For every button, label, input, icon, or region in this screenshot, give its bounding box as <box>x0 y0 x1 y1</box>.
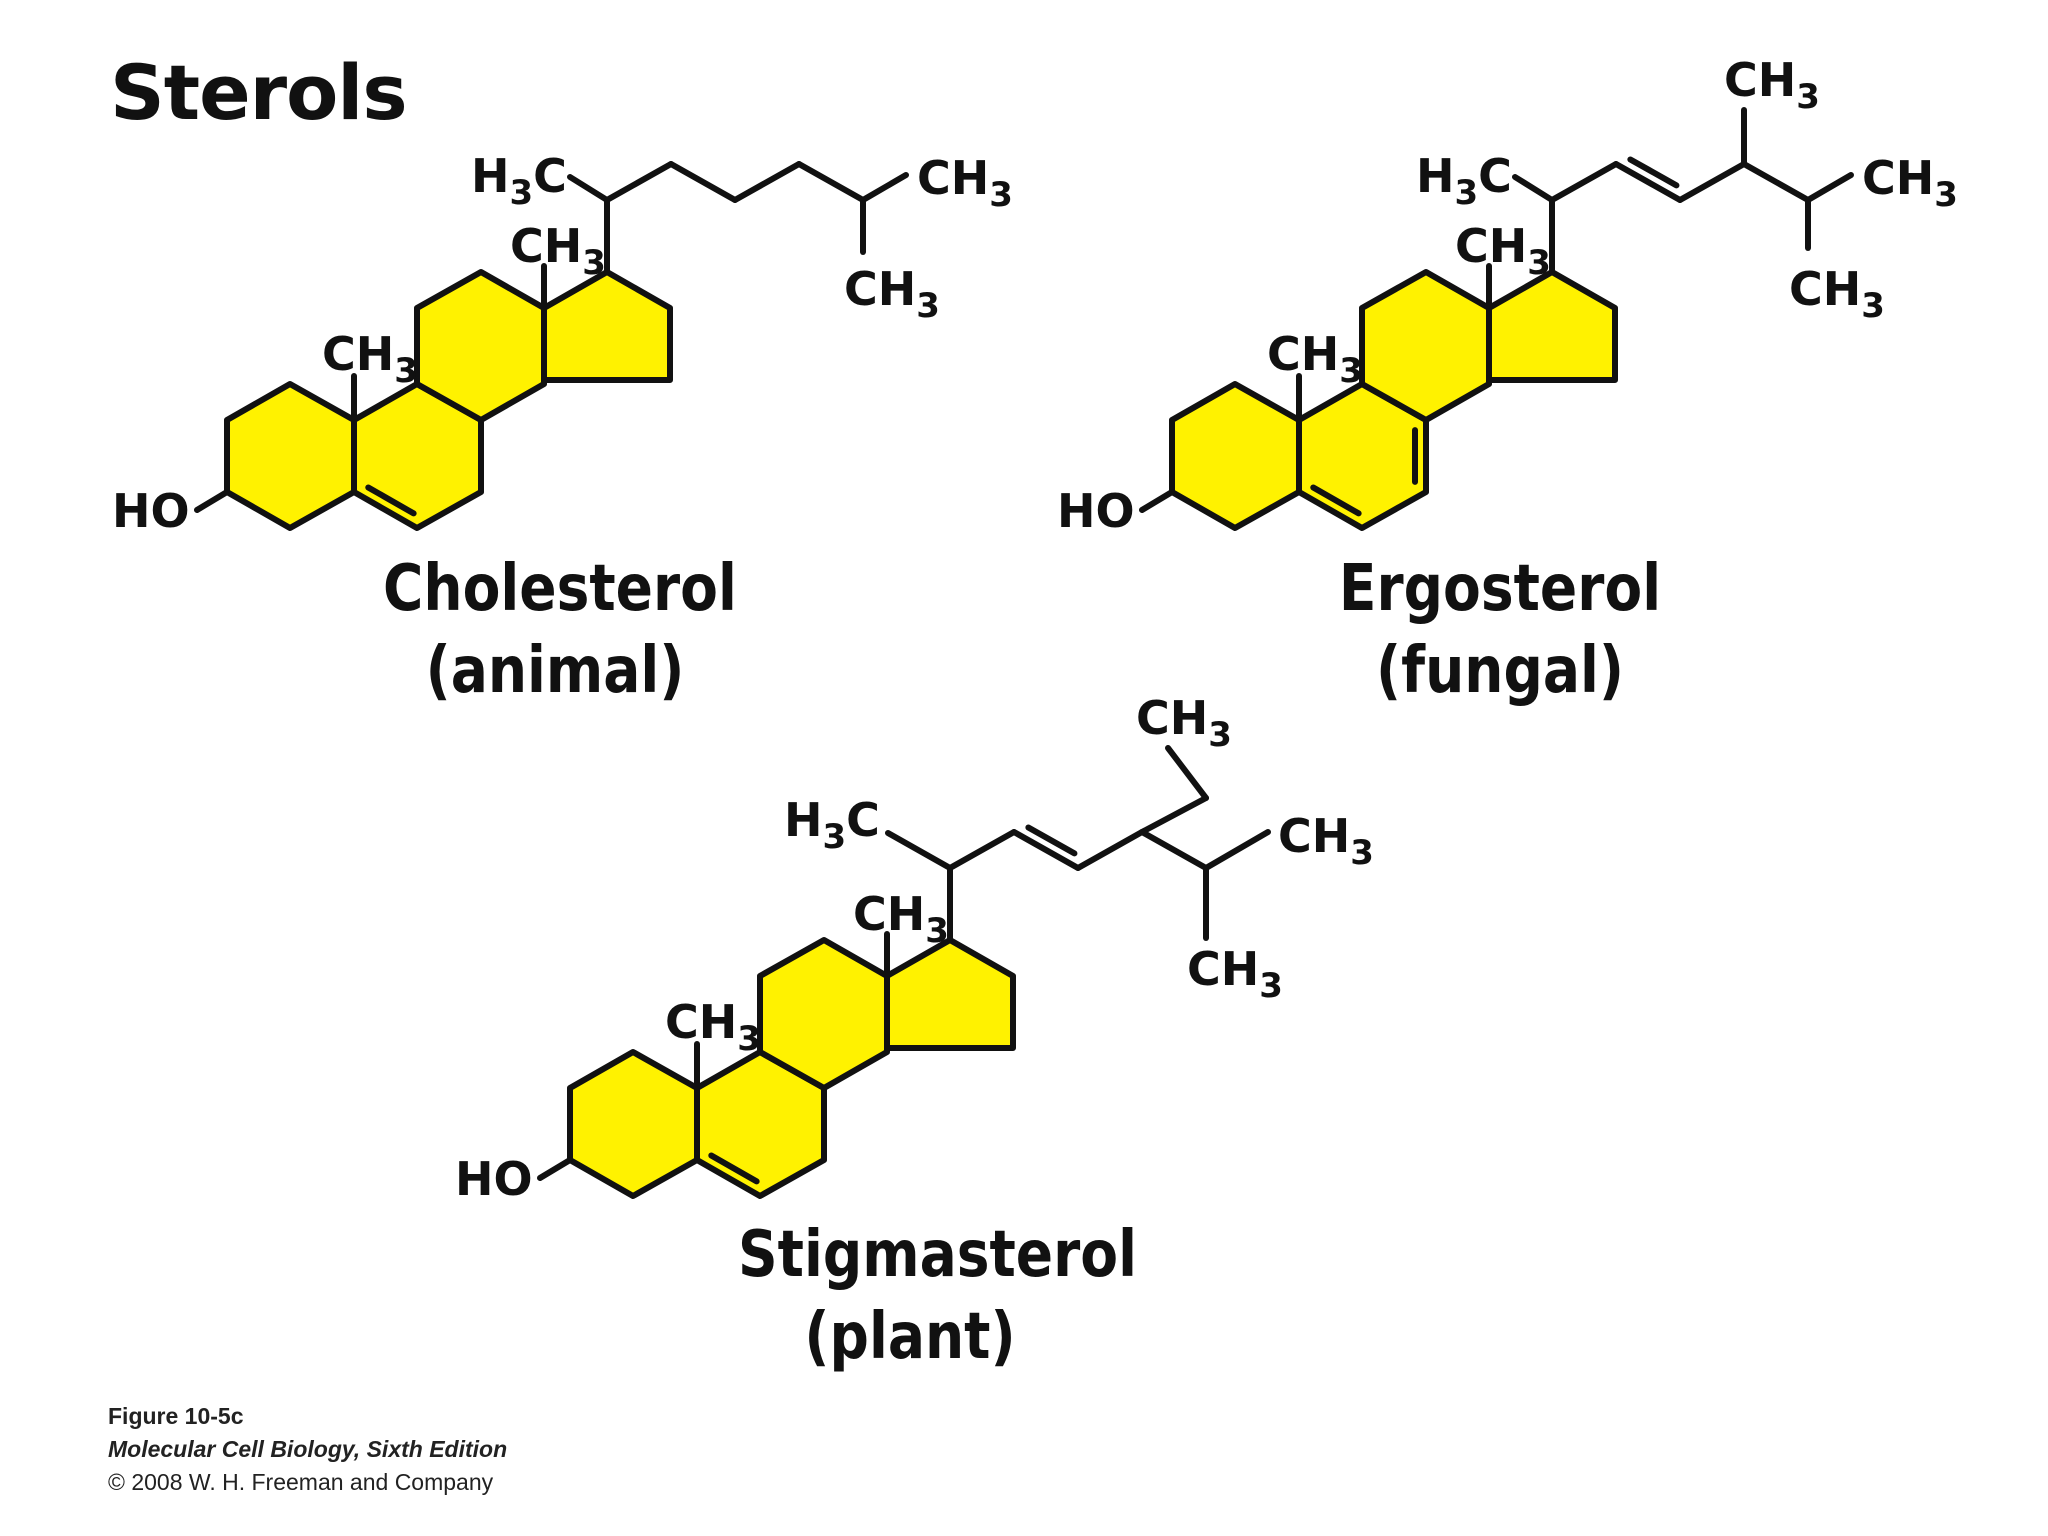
ring-d-cholesterol <box>541 269 673 383</box>
figure-number: Figure 10-5c <box>108 1403 244 1429</box>
double-bond-b-cholesterol <box>365 484 417 517</box>
caption-ergosterol: Ergosterol (fungal) <box>1328 548 1672 712</box>
label-h3c-ergosterol: H3C <box>1416 149 1512 213</box>
bond-c26-cholesterol <box>860 172 909 203</box>
ring-a-ergosterol <box>1169 381 1302 531</box>
bond-c26-ergosterol <box>1805 172 1854 203</box>
side-chain-bond-3-cholesterol <box>668 161 738 203</box>
label-ch3-c27-ergosterol: CH3 <box>1789 262 1885 326</box>
side-chain-bond-5-cholesterol <box>796 161 866 203</box>
side-chain-bond-5-stigmasterol <box>1139 829 1209 871</box>
label-ch3-c27-cholesterol: CH3 <box>844 262 940 326</box>
label-ch3-c18-ergosterol: CH3 <box>1455 219 1551 283</box>
side-chain-bond-4-cholesterol <box>732 161 802 203</box>
bond-c21-stigmasterol <box>885 830 953 871</box>
ring-d-stigmasterol <box>884 937 1016 1051</box>
book-title: Molecular Cell Biology, Sixth Edition <box>108 1436 508 1462</box>
molecule-name-cholesterol: Cholesterol <box>383 552 737 626</box>
label-h3c-cholesterol: H3C <box>471 149 567 213</box>
side-chain-bond-3-ergosterol <box>1613 161 1683 203</box>
side-chain-bond-2-stigmasterol <box>947 829 1017 871</box>
bond-ho-stigmasterol <box>537 1157 573 1181</box>
side-chain-bond-3-stigmasterol <box>1011 829 1081 871</box>
bond-c21-cholesterol <box>567 174 610 203</box>
label-ch3-c19-cholesterol: CH3 <box>322 327 418 391</box>
label-ch3-c26-cholesterol: CH3 <box>917 151 1013 215</box>
double-bond-b-stigmasterol <box>708 1152 760 1185</box>
molecule-name-stigmasterol: Stigmasterol <box>738 1218 1137 1292</box>
copyright-line: © 2008 W. H. Freeman and Company <box>108 1469 494 1495</box>
ring-a-stigmasterol <box>567 1049 700 1199</box>
label-ho-ergosterol: HO <box>1057 484 1135 538</box>
label-ch3-c18-stigmasterol: CH3 <box>853 887 949 951</box>
side-chain-bond-4-stigmasterol <box>1075 829 1145 871</box>
label-ch3-c28-ergosterol: CH3 <box>1724 53 1820 117</box>
label-ho-cholesterol: HO <box>112 484 190 538</box>
label-ho-stigmasterol: HO <box>455 1152 533 1206</box>
molecule-source-cholesterol: (animal) <box>425 634 685 708</box>
bond-ho-ergosterol <box>1139 489 1175 513</box>
side-chain-bond-4-ergosterol <box>1677 161 1747 203</box>
label-ch3-c27-stigmasterol: CH3 <box>1187 942 1283 1006</box>
bond-c21-ergosterol <box>1512 174 1555 203</box>
page-title: Sterols <box>110 48 408 137</box>
label-ch3-ethyl-stigmasterol: CH3 <box>1136 691 1232 755</box>
bond-ethyl-2-stigmasterol <box>1165 745 1209 801</box>
molecule-source-stigmasterol: (plant) <box>804 1300 1016 1374</box>
side-chain-bond-2-cholesterol <box>604 161 674 203</box>
label-ch3-c19-stigmasterol: CH3 <box>665 995 761 1059</box>
molecule-source-ergosterol: (fungal) <box>1375 634 1625 708</box>
bond-ethyl-1-stigmasterol <box>1139 795 1209 835</box>
double-bond-side-stigmasterol <box>1025 824 1078 857</box>
figure-credits: Figure 10-5c Molecular Cell Biology, Six… <box>108 1400 507 1499</box>
caption-cholesterol: Cholesterol (animal) <box>383 548 737 712</box>
caption-stigmasterol: Stigmasterol (plant) <box>738 1214 1137 1378</box>
label-h3c-stigmasterol: H3C <box>784 793 880 857</box>
double-bond-b-ergosterol <box>1310 484 1362 517</box>
double-bond-side-ergosterol <box>1627 156 1680 189</box>
label-ch3-c19-ergosterol: CH3 <box>1267 327 1363 391</box>
label-ch3-c26-stigmasterol: CH3 <box>1278 809 1374 873</box>
ring-c-stigmasterol <box>757 937 890 1091</box>
label-ch3-c26-ergosterol: CH3 <box>1862 151 1958 215</box>
ring-a-cholesterol <box>224 381 357 531</box>
ring-c-cholesterol <box>414 269 547 423</box>
ring-c-ergosterol <box>1359 269 1492 423</box>
bond-c26-stigmasterol <box>1203 829 1271 871</box>
label-ch3-c18-cholesterol: CH3 <box>510 219 606 283</box>
bond-ho-cholesterol <box>194 489 230 513</box>
side-chain-bond-5-ergosterol <box>1741 161 1811 203</box>
ring-d-ergosterol <box>1486 269 1618 383</box>
molecule-name-ergosterol: Ergosterol <box>1338 552 1662 626</box>
side-chain-bond-2-ergosterol <box>1549 161 1619 203</box>
